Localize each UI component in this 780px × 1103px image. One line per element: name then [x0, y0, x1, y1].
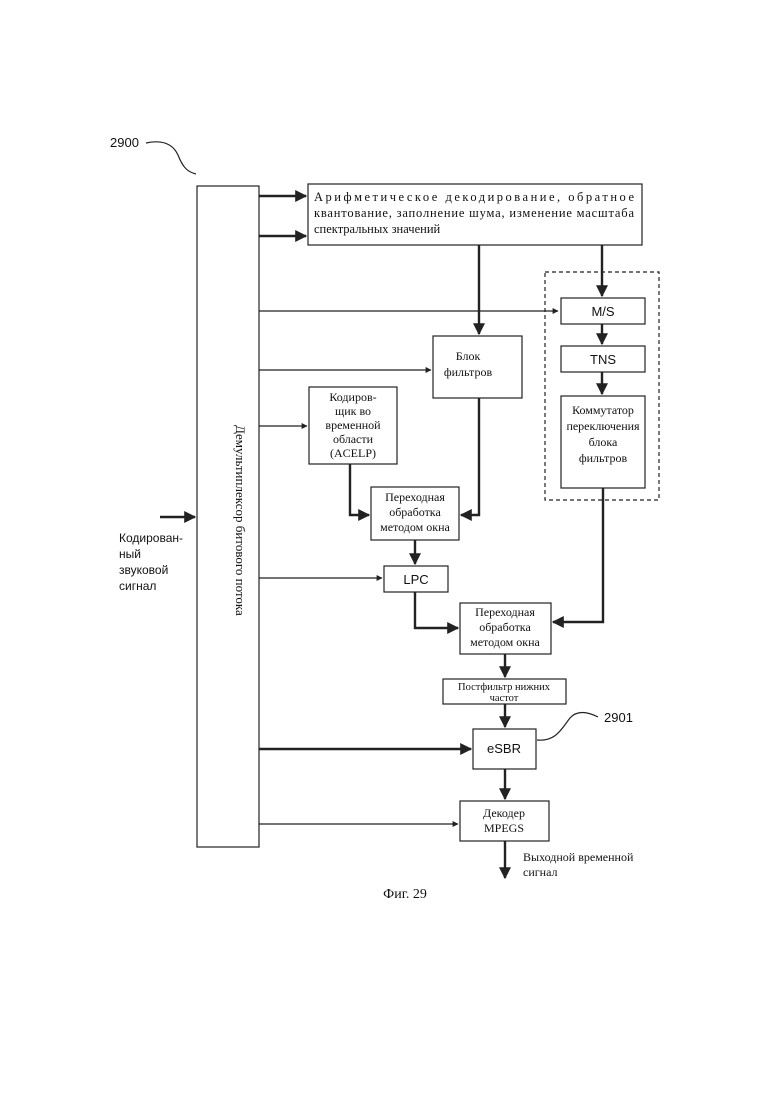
input-label-line-1: Кодирован- [119, 531, 183, 545]
transition-1-line-1: Переходная [385, 490, 445, 504]
transition-2-line-1: Переходная [475, 605, 535, 619]
filterbank-line-2: фильтров [444, 365, 493, 379]
input-label-line-2: ный [119, 547, 141, 561]
filterbank-switch-line-2: переключения [566, 419, 640, 433]
figure-caption: Фиг. 29 [383, 887, 427, 902]
ms-block-label: M/S [591, 304, 614, 319]
arrow-lpc-to-transition-2 [415, 592, 458, 628]
ref-2901-label: 2901 [604, 710, 633, 725]
filterbank-switch-line-1: Коммутатор [572, 403, 634, 417]
postfilter-line-1: Постфильтр нижних [458, 682, 551, 693]
filterbank-line-1: Блок [456, 349, 481, 363]
arrow-filterbank-to-transition-1 [461, 398, 479, 515]
transition-2-line-2: обработка [479, 620, 531, 634]
arrow-acelp-to-transition-1 [350, 464, 369, 515]
output-label-line-1: Выходной временной [523, 850, 634, 864]
filterbank-switch-line-3: блока [589, 435, 618, 449]
ref-2901-leader [537, 713, 598, 741]
acelp-line-5: (ACELP) [330, 446, 376, 460]
demultiplexer-label: Демультиплексор битового потока [233, 425, 248, 616]
filterbank-switch-line-4: фильтров [579, 451, 628, 465]
input-label: Кодирован- ный звуковой сигнал [119, 531, 183, 593]
transition-1-line-3: методом окна [380, 520, 450, 534]
demultiplexer-block [197, 186, 259, 847]
arithmetic-decoding-line-2: квантование, заполнение шума, изменение … [314, 206, 634, 220]
ref-2900-label: 2900 [110, 135, 139, 150]
input-label-line-3: звуковой [119, 563, 168, 577]
arithmetic-decoding-line-3: спектральных значений [314, 222, 441, 236]
tns-block-label: TNS [590, 352, 616, 367]
esbr-block-label: eSBR [487, 741, 521, 756]
input-label-line-4: сигнал [119, 579, 156, 593]
acelp-line-3: временной [325, 418, 381, 432]
acelp-line-4: области [333, 432, 374, 446]
output-label-line-2: сигнал [523, 865, 558, 879]
postfilter-line-2: частот [490, 693, 519, 704]
mpegs-line-1: Декодер [483, 806, 525, 820]
lpc-block-label: LPC [403, 572, 428, 587]
mpegs-line-2: MPEGS [484, 821, 524, 835]
ref-2900-leader [146, 142, 196, 174]
transition-2-line-3: методом окна [470, 635, 540, 649]
acelp-line-1: Кодиров- [329, 390, 376, 404]
arrow-switch-to-transition-2 [553, 488, 603, 622]
acelp-line-2: щик во [335, 404, 371, 418]
transition-1-line-2: обработка [389, 505, 441, 519]
